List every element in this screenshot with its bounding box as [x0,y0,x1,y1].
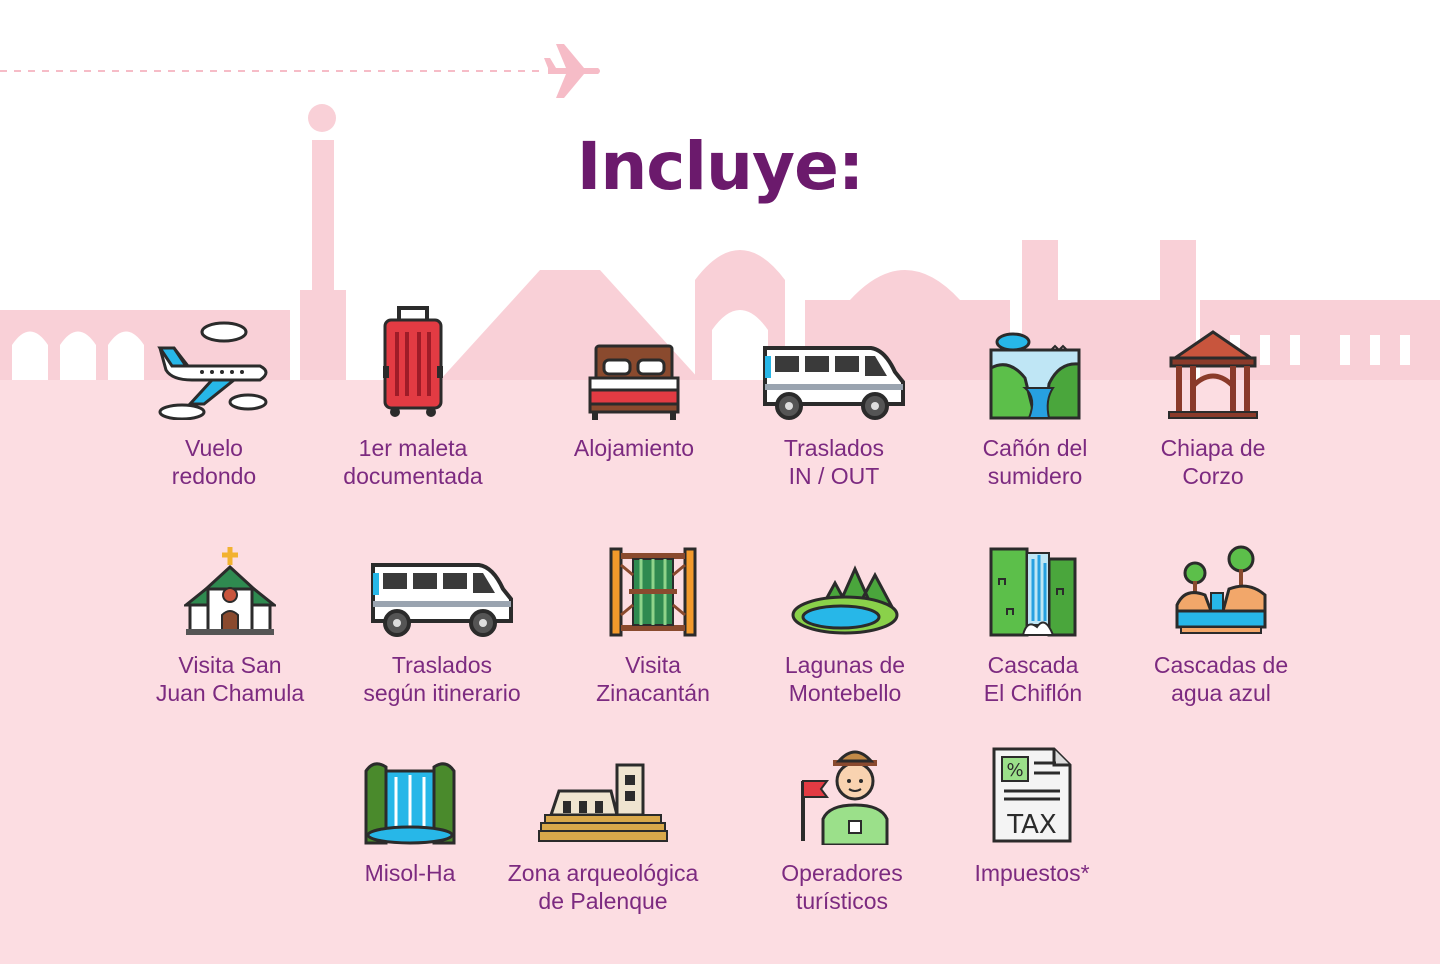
loom-icon [609,547,697,637]
airplane-icon [157,321,268,420]
item-label: Misol-Ha [364,860,456,886]
lake-icon [791,565,899,635]
church-icon [184,547,276,635]
ruins-icon [538,763,668,842]
van-icon [371,563,513,637]
bed-icon [588,344,680,420]
item-misol-ha: Misol-Ha [290,725,530,887]
item-alojamiento: Alojamiento [514,300,754,462]
blue-waterfall-icon [1175,545,1267,634]
canyon-icon [989,332,1081,420]
svg-text:%: % [1006,760,1023,781]
item-label: Alojamiento [573,435,695,461]
tax-document-icon: % TAX [992,747,1072,843]
tour-guide-icon [801,750,889,845]
waterfall-jungle-icon [364,762,456,845]
item-label: Impuestos* [974,860,1090,886]
plane-path-icon [544,44,600,98]
van-icon [763,346,905,420]
suitcase-icon [383,306,443,417]
svg-text:TAX: TAX [1006,810,1056,840]
waterfall-icon [989,547,1077,637]
page-title: Incluye: [576,128,864,205]
item-impuestos: % TAX Impuestos* [912,725,1152,887]
gazebo-icon [1168,330,1258,419]
